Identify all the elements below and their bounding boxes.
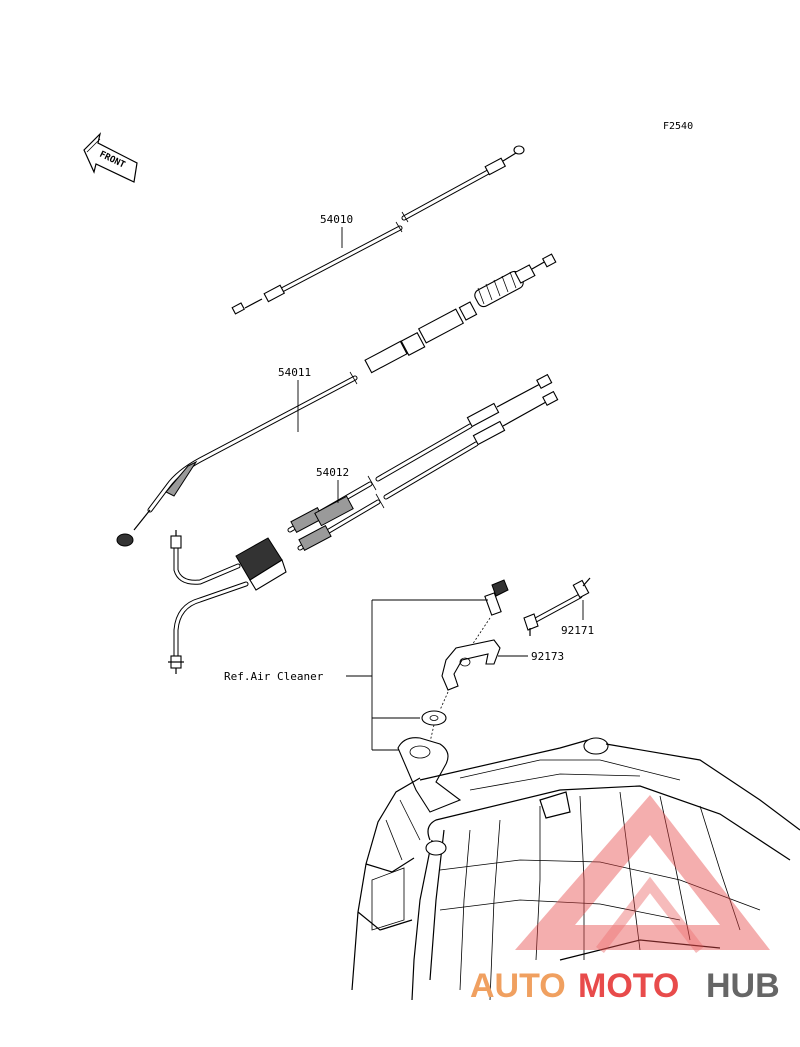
washer [421, 710, 447, 726]
cable-54012 [168, 373, 559, 674]
cable-54011 [116, 253, 557, 547]
watermark-triangle [515, 795, 770, 950]
watermark-auto: AUTO [470, 967, 566, 1005]
part-number-54011: 54011 [278, 366, 311, 379]
watermark-moto: MOTO [578, 967, 679, 1005]
reference-bracket [346, 599, 488, 751]
part-92171 [523, 577, 591, 636]
part-number-54010: 54010 [320, 213, 353, 226]
front-arrow-icon: FRONT [83, 132, 138, 183]
watermark-text: AUTO MOTO HUB [470, 967, 780, 1005]
bracket-92173 [441, 639, 501, 691]
watermark-hub: HUB [706, 967, 780, 1005]
figure-code: F2540 [663, 121, 693, 132]
part-number-92173: 92173 [531, 650, 564, 663]
bolt [484, 579, 509, 616]
cable-54010 [231, 145, 525, 315]
reference-label: Ref.Air Cleaner [224, 670, 324, 683]
part-number-92171: 92171 [561, 624, 594, 637]
part-number-54012: 54012 [316, 466, 349, 479]
watermark-logo [515, 795, 770, 954]
air-cleaner-housing [351, 737, 800, 1001]
front-label: FRONT [98, 150, 127, 171]
